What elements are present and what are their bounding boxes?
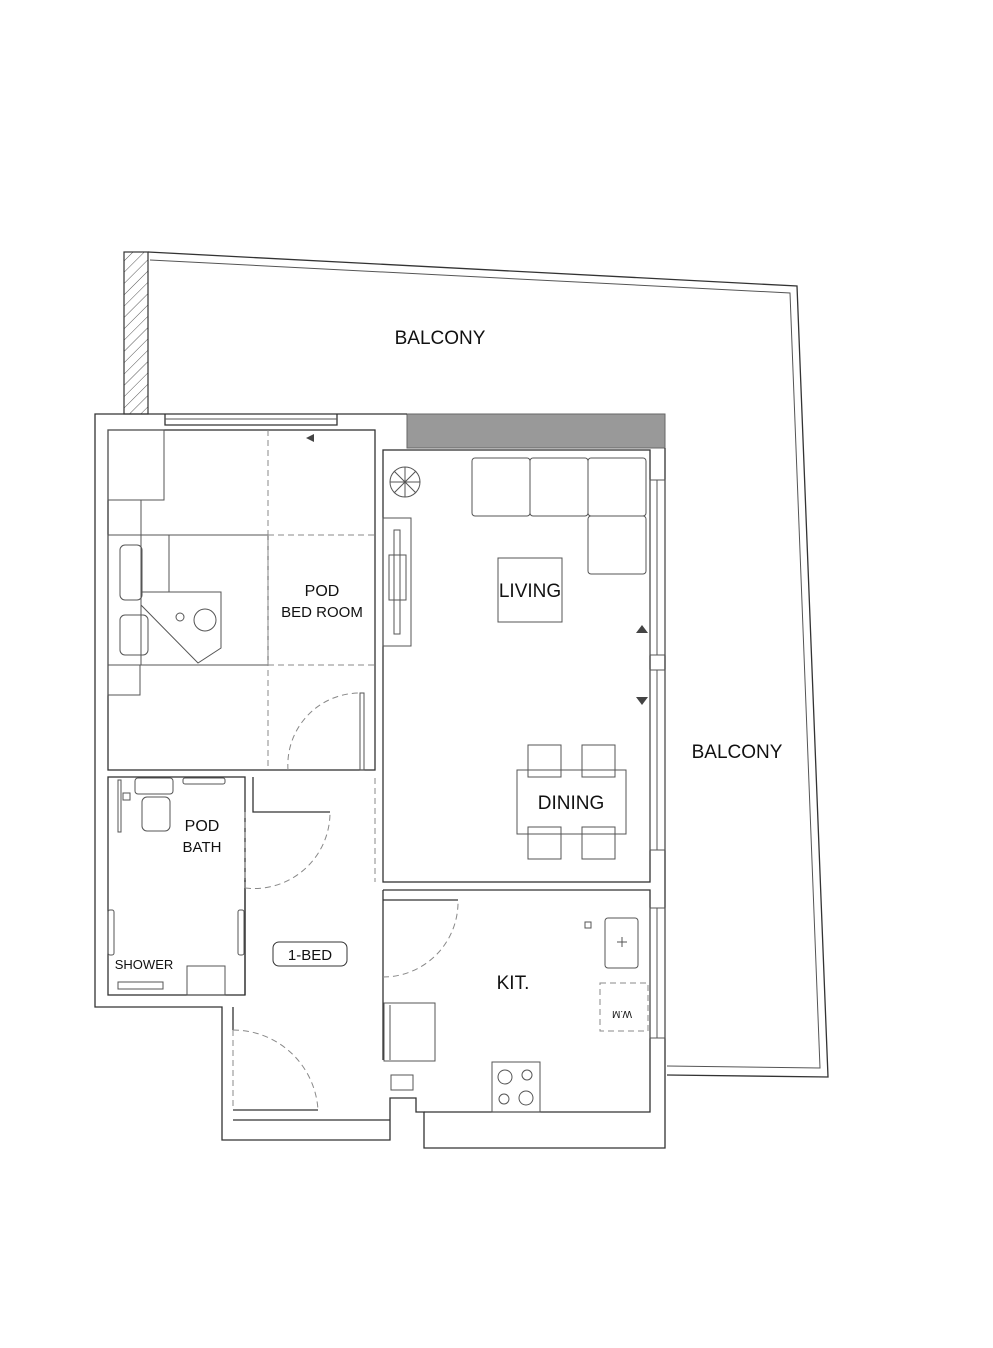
windows-right bbox=[649, 479, 666, 1039]
kitchen-fixtures bbox=[383, 917, 649, 1113]
bedroom-label-2: BED ROOM bbox=[281, 604, 363, 621]
toilet-icon bbox=[141, 796, 171, 832]
walls bbox=[94, 413, 666, 1149]
shower-label: SHOWER bbox=[115, 957, 174, 972]
arrow-icon bbox=[306, 434, 314, 442]
living-furniture bbox=[382, 457, 648, 860]
doors bbox=[232, 692, 459, 1111]
dining-label: DINING bbox=[538, 793, 605, 814]
sink-icon bbox=[604, 917, 639, 969]
balcony-outline bbox=[123, 251, 829, 1078]
stove-icon bbox=[491, 1061, 541, 1113]
unit-type-label: 1-BED bbox=[288, 947, 332, 964]
accessibility-icon bbox=[193, 608, 217, 632]
balcony-right-label: BALCONY bbox=[692, 742, 783, 763]
unit-type-badge bbox=[272, 941, 348, 967]
washing-machine-label: W.M bbox=[612, 1008, 632, 1019]
bath-fixtures bbox=[107, 777, 245, 996]
bedroom-label-1: POD bbox=[305, 583, 340, 600]
living-label: LIVING bbox=[499, 581, 561, 602]
hatched-wall bbox=[123, 251, 149, 415]
kitchen-label: KIT. bbox=[497, 973, 530, 994]
bath-label-1: POD bbox=[185, 818, 220, 835]
bath-label-2: BATH bbox=[183, 839, 222, 856]
balcony-top-label: BALCONY bbox=[395, 328, 486, 349]
roof-band bbox=[406, 413, 666, 449]
bedroom-furniture bbox=[107, 429, 375, 770]
